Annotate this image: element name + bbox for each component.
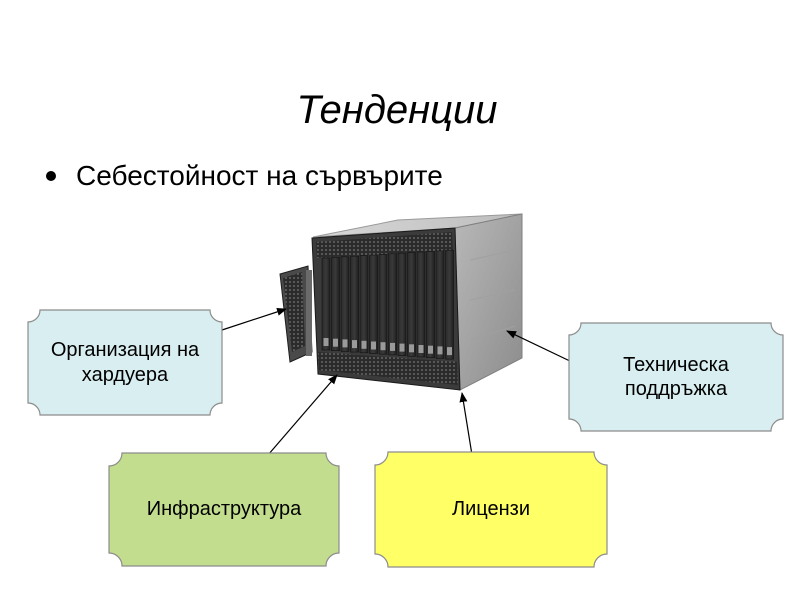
server-blade-slot bbox=[445, 249, 454, 360]
licenses-label: Лицензи bbox=[451, 498, 531, 521]
server-side-rails bbox=[469, 249, 516, 341]
server-blade-handle bbox=[371, 341, 376, 350]
server-blade-handle bbox=[323, 338, 329, 346]
server-blade-slots bbox=[321, 249, 454, 360]
server-blade-handle bbox=[428, 345, 433, 354]
blade-server-image bbox=[279, 213, 523, 391]
bullet-dot-icon bbox=[46, 171, 56, 181]
server-blade-slot bbox=[426, 251, 435, 358]
arrow-support bbox=[506, 330, 573, 363]
infrastructure-label: Инфраструктура bbox=[146, 498, 302, 521]
arrow-licenses bbox=[459, 392, 473, 456]
server-blade-slot bbox=[369, 254, 378, 354]
server-blade-handle bbox=[418, 345, 424, 353]
server-top-vent bbox=[316, 232, 453, 258]
server-blade-handle bbox=[390, 342, 395, 351]
server-blade-slot bbox=[388, 253, 397, 356]
server-blade-slot bbox=[331, 257, 340, 351]
server-blade-handle bbox=[409, 344, 414, 353]
hardware-box[interactable] bbox=[27, 309, 223, 416]
server-extracted-blade-handle bbox=[306, 270, 312, 356]
server-blade-handle bbox=[399, 343, 405, 352]
diagram-arrows bbox=[221, 308, 573, 456]
arrow-infrastructure bbox=[267, 374, 338, 456]
server-blade-handle bbox=[447, 347, 452, 356]
bullet-text: Себестойност на сървърите bbox=[76, 160, 443, 191]
server-blade-handle bbox=[333, 338, 338, 347]
server-blade-slot bbox=[321, 257, 331, 351]
server-blade-handle bbox=[352, 340, 357, 349]
server-blade-slot bbox=[397, 252, 407, 356]
bullet-item: Себестойност на сървърите bbox=[46, 154, 443, 198]
server-blade-slot bbox=[435, 250, 445, 359]
server-blade-slot bbox=[407, 252, 416, 357]
server-blade-handle bbox=[380, 342, 386, 351]
infrastructure-box[interactable] bbox=[108, 452, 340, 567]
hardware-label: Организация на хардуера bbox=[50, 339, 200, 386]
server-blade-handle bbox=[437, 346, 443, 355]
server-blade-slot bbox=[416, 251, 426, 358]
licenses-box[interactable] bbox=[374, 451, 608, 568]
server-side-face bbox=[454, 213, 523, 391]
server-bottom-vent bbox=[318, 352, 458, 385]
server-blade-slot bbox=[340, 256, 350, 352]
server-blade-slot bbox=[359, 255, 369, 354]
server-blade-handle bbox=[342, 339, 348, 348]
server-blade-slot bbox=[378, 254, 388, 355]
slide-title: Тенденции bbox=[296, 88, 498, 132]
support-label: Техническа поддръжка bbox=[623, 353, 729, 400]
arrow-hardware bbox=[221, 308, 287, 331]
server-blade-slot bbox=[350, 255, 359, 353]
support-box[interactable] bbox=[568, 322, 784, 432]
server-extracted-blade-vent bbox=[283, 272, 305, 352]
server-blade-handle bbox=[361, 340, 367, 349]
